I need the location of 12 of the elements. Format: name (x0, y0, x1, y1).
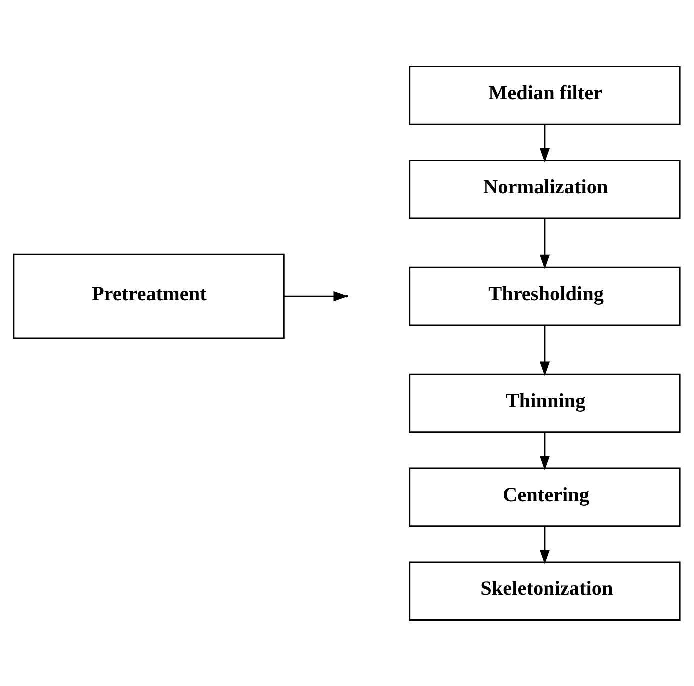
node-box: Normalization (409, 159, 681, 219)
node-box: Skeletonization (409, 561, 681, 620)
node-box: Thinning (409, 373, 681, 433)
arrow (540, 218, 550, 269)
node-box: Centering (409, 467, 681, 527)
node-box: Median filter (409, 66, 681, 125)
arrow (540, 526, 550, 564)
arrow (540, 124, 550, 162)
node-box: Thresholding (409, 266, 681, 326)
node-box: Pretreatment (13, 253, 285, 339)
arrow (540, 432, 550, 470)
arrow (540, 325, 550, 376)
